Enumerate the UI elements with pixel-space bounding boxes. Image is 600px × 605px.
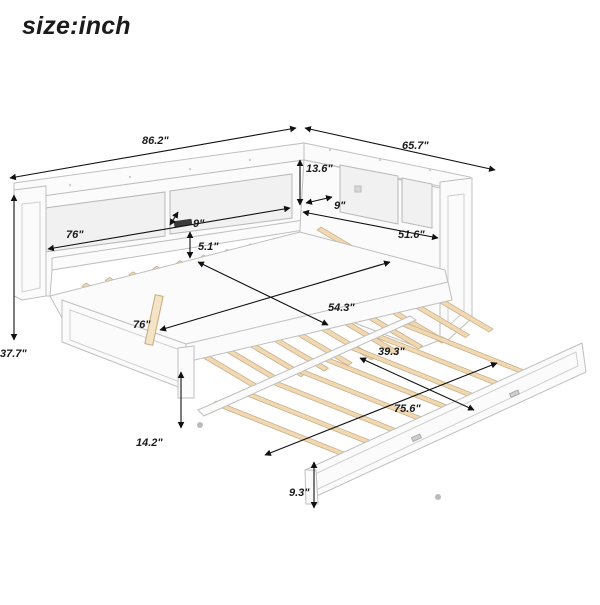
label-trundle-width: 39.3" — [378, 346, 405, 358]
label-side-shelf-height: 13.6" — [306, 163, 333, 175]
label-mattress-width: 54.3" — [328, 302, 355, 314]
label-trundle-length: 75.6" — [394, 403, 421, 415]
trundle-slat — [211, 400, 346, 456]
label-side-shelf-length: 51.6" — [398, 229, 425, 241]
label-total-depth: 65.7" — [402, 140, 429, 152]
trundle-slat — [346, 344, 481, 400]
trundle-slat — [400, 322, 535, 378]
trundle-slat — [265, 378, 400, 434]
trundle-slat — [319, 355, 454, 411]
label-trundle-height: 9.3" — [289, 487, 310, 499]
label-back-shelf-length: 76" — [66, 229, 84, 241]
label-total-height: 37.7" — [0, 348, 27, 360]
dimension-lines — [9, 125, 498, 509]
label-mattress-length: 76" — [133, 319, 151, 331]
label-side-shelf-depth: 9" — [334, 200, 346, 212]
label-total-length: 86.2" — [142, 135, 169, 147]
dimension-labels: 86.2" 65.7" 37.7" 13.6" 9" 9" 76" 51.6" … — [0, 135, 429, 499]
size-unit-title: size:inch — [22, 12, 131, 40]
label-under-clearance: 14.2" — [136, 437, 163, 449]
label-back-shelf-depth: 9" — [193, 218, 205, 230]
label-back-clearance: 5.1" — [198, 241, 219, 253]
trundle-slat — [238, 389, 373, 445]
